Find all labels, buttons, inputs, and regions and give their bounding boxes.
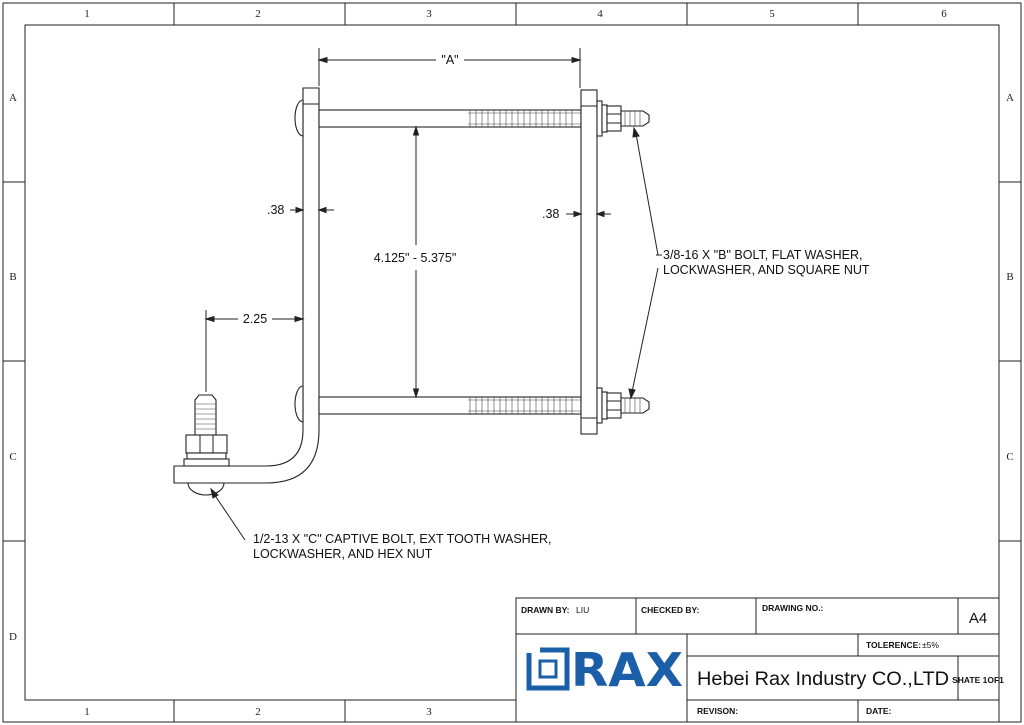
- zone-col-2-top: 2: [255, 8, 261, 20]
- sheet-number: SHATE 1OF1: [952, 675, 1004, 685]
- right-plate: [580, 89, 598, 435]
- rod-bottom-threads: [468, 397, 581, 414]
- left-bolt-head-top: [294, 99, 304, 137]
- drawing-no-label: DRAWING NO.:: [762, 603, 824, 613]
- logo-text: RAX: [571, 643, 683, 697]
- zone-dividers-top: [173, 3, 859, 25]
- inner-frame: [24, 24, 1000, 701]
- left-bolt-head-bottom: [294, 385, 304, 423]
- sheet-size: A4: [969, 610, 987, 627]
- title-block: [515, 597, 1000, 723]
- zone-dividers-sides: [3, 181, 1021, 542]
- zone-dividers-bottom: [173, 700, 346, 722]
- logo-mark-outer: [526, 647, 570, 691]
- right-bolt-top: [596, 100, 650, 137]
- date-label: DATE:: [866, 706, 892, 716]
- checked-by-label: CHECKED BY:: [641, 605, 700, 615]
- note-bolt-b-line1: 3/8-16 X "B" BOLT, FLAT WASHER,: [663, 248, 862, 262]
- zone-col-6-top: 6: [941, 8, 947, 20]
- zone-col-5-top: 5: [769, 8, 775, 20]
- drawn-by-value: LIU: [576, 605, 589, 615]
- zone-row-b-left: B: [9, 271, 16, 283]
- zone-row-a-left: A: [9, 92, 17, 104]
- zone-row-c-right: C: [1006, 451, 1013, 463]
- zone-col-4-top: 4: [597, 8, 603, 20]
- captive-bolt: [183, 394, 230, 496]
- dimension-height-range: 4.125" - 5.375": [374, 251, 457, 265]
- note-bolt-c-line2: LOCKWASHER, AND HEX NUT: [253, 547, 433, 561]
- dimension-left-thickness: .38: [267, 203, 284, 217]
- rod-top-threads: [468, 110, 581, 127]
- rax-logo: RAX: [526, 643, 683, 697]
- zone-row-c-left: C: [9, 451, 16, 463]
- zone-col-3-bottom: 3: [426, 706, 432, 718]
- dimension-lines: [204, 48, 611, 399]
- drawn-by-label: DRAWN BY:: [521, 605, 570, 615]
- revision-label: REVISON:: [697, 706, 738, 716]
- logo-mark-inner: [538, 659, 558, 679]
- callout-leaders: [210, 126, 662, 541]
- dimension-width-a: "A": [441, 53, 458, 67]
- bracket-assembly: [173, 87, 650, 496]
- zone-row-a-right: A: [1006, 92, 1014, 104]
- zone-row-b-right: B: [1006, 271, 1013, 283]
- right-bolt-bottom: [596, 387, 650, 424]
- company-name: Hebei Rax Industry CO.,LTD: [697, 669, 949, 690]
- zone-col-3-top: 3: [426, 8, 432, 20]
- zone-col-1-bottom: 1: [84, 706, 90, 718]
- dimension-right-thickness: .38: [542, 207, 559, 221]
- tolerance-value: ±5%: [922, 640, 939, 650]
- note-bolt-c-line1: 1/2-13 X "C" CAPTIVE BOLT, EXT TOOTH WAS…: [253, 532, 552, 546]
- zone-row-d-left: D: [9, 631, 17, 643]
- zone-col-2-bottom: 2: [255, 706, 261, 718]
- dimension-offset: 2.25: [243, 312, 267, 326]
- note-bolt-b-line2: LOCKWASHER, AND SQUARE NUT: [663, 263, 870, 277]
- zone-col-1-top: 1: [84, 8, 90, 20]
- tolerance-label: TOLERENCE:: [866, 640, 921, 650]
